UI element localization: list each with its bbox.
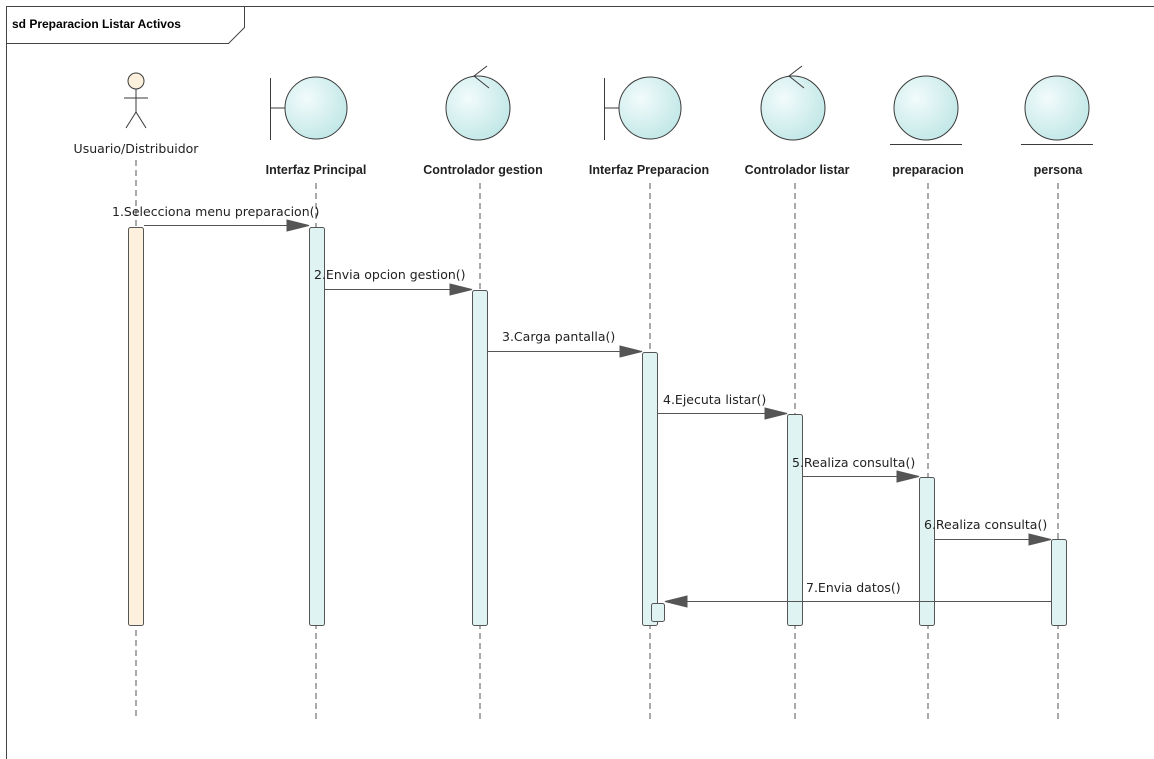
message-3[interactable]: 3.Carga pantalla() bbox=[488, 329, 643, 358]
message-1[interactable]: 1.Selecciona menu preparacion() bbox=[112, 204, 319, 232]
message-label: 2.Envia opcion gestion() bbox=[314, 267, 466, 282]
arrow-icon bbox=[664, 595, 688, 608]
message-7[interactable]: 7.Envia datos() bbox=[664, 580, 1051, 608]
participant-label: Usuario/Distribuidor bbox=[74, 141, 200, 156]
entity-icon bbox=[1021, 75, 1093, 145]
participant-controlador-listar[interactable]: Controlador listar bbox=[745, 65, 850, 177]
arrow-icon bbox=[286, 219, 310, 232]
message-5[interactable]: 5.Realiza consulta() bbox=[792, 455, 920, 483]
arrow-icon bbox=[449, 283, 473, 296]
control-icon bbox=[760, 65, 826, 141]
arrow-icon bbox=[1028, 533, 1052, 546]
message-label: 4.Ejecuta listar() bbox=[663, 392, 766, 407]
boundary-icon bbox=[270, 76, 348, 140]
message-label: 7.Envia datos() bbox=[806, 580, 901, 595]
actor-icon bbox=[124, 72, 148, 129]
arrow-icon bbox=[764, 407, 788, 420]
activation-interfaz-preparacion bbox=[642, 352, 658, 626]
participant-label: persona bbox=[1034, 163, 1084, 177]
participant-preparacion[interactable]: preparacion bbox=[890, 75, 964, 177]
entity-icon bbox=[890, 75, 962, 145]
message-2[interactable]: 2.Envia opcion gestion() bbox=[314, 267, 473, 296]
activation-controlador-listar bbox=[787, 414, 803, 626]
participant-label: Controlador listar bbox=[745, 163, 850, 177]
message-6[interactable]: 6.Realiza consulta() bbox=[924, 517, 1052, 546]
message-label: 5.Realiza consulta() bbox=[792, 455, 915, 470]
participant-interfaz-principal[interactable]: Interfaz Principal bbox=[266, 76, 367, 177]
frame-title: sd Preparacion Listar Activos bbox=[12, 17, 181, 31]
activation-persona bbox=[1051, 539, 1067, 626]
participant-label: Interfaz Preparacion bbox=[589, 163, 709, 177]
message-label: 3.Carga pantalla() bbox=[502, 329, 615, 344]
message-4[interactable]: 4.Ejecuta listar() bbox=[658, 392, 788, 420]
participant-label: Controlador gestion bbox=[423, 163, 542, 177]
participant-controlador-gestion[interactable]: Controlador gestion bbox=[423, 65, 543, 177]
activations bbox=[128, 227, 1067, 626]
activation-usuario bbox=[128, 227, 144, 626]
arrow-icon bbox=[619, 345, 643, 358]
arrow-icon bbox=[896, 470, 920, 483]
activation-interfaz-preparacion-nested bbox=[651, 603, 665, 622]
activation-controlador-gestion bbox=[472, 290, 488, 626]
message-label: 1.Selecciona menu preparacion() bbox=[112, 204, 319, 219]
activation-interfaz-principal bbox=[309, 227, 325, 626]
boundary-icon bbox=[604, 76, 682, 140]
message-label: 6.Realiza consulta() bbox=[924, 517, 1047, 532]
lifelines bbox=[135, 160, 1059, 720]
activation-preparacion bbox=[919, 477, 935, 626]
participant-label: Interfaz Principal bbox=[266, 163, 367, 177]
participant-interfaz-preparacion[interactable]: Interfaz Preparacion bbox=[589, 76, 709, 177]
participant-usuario[interactable]: Usuario/Distribuidor bbox=[74, 72, 200, 156]
diagram-frame: sd Preparacion Listar Activos bbox=[6, 6, 1154, 759]
participant-persona[interactable]: persona bbox=[1021, 75, 1093, 177]
control-icon bbox=[445, 65, 511, 141]
participant-label: preparacion bbox=[892, 163, 964, 177]
